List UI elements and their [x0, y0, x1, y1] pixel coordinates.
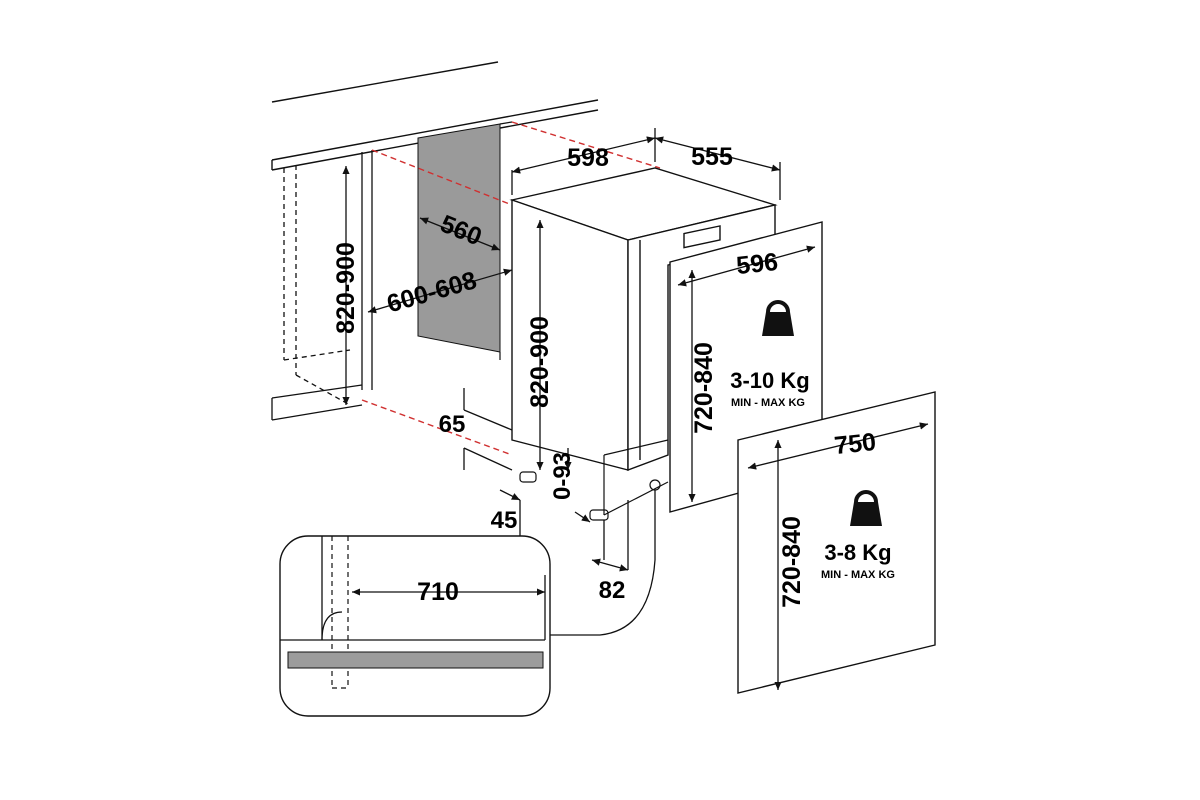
door-panel-small-dimensions: [677, 245, 816, 502]
niche-dimensions: [342, 166, 513, 405]
niche-height-label: 820-900: [332, 242, 360, 334]
detail-length-label: 710: [417, 578, 459, 606]
door-large-range-label: MIN - MAX KG: [821, 569, 895, 581]
kettlebell-weight-icon: [762, 300, 794, 336]
appliance-width-label: 598: [567, 144, 609, 172]
appliance-dimensions: [463, 128, 781, 572]
door-large-height-label: 720-840: [778, 516, 806, 608]
detail-inset: [279, 490, 656, 717]
foot-adjust-label: 0-93: [549, 452, 576, 500]
door-small-width-label: 596: [735, 248, 779, 280]
kettlebell-weight-icon: [850, 490, 882, 526]
top-gap-label: 65: [439, 411, 466, 438]
dishwasher-feet: [519, 439, 669, 521]
projection-lines: [361, 121, 661, 456]
door-small-weight-label: 3-10 Kg: [730, 368, 809, 393]
plinth-panel: [287, 651, 544, 669]
door-small-range-label: MIN - MAX KG: [731, 397, 805, 409]
niche-cabinet: [271, 150, 373, 421]
door-small-height-label: 720-840: [690, 342, 718, 434]
door-large-width-label: 750: [833, 428, 877, 460]
door-large-weight-label: 3-8 Kg: [824, 540, 891, 565]
foot-offset-label: 45: [491, 507, 518, 534]
door-panel-large-dimensions: [747, 422, 929, 690]
appliance-depth-label: 555: [691, 143, 733, 171]
rear-offset-label: 82: [599, 577, 626, 604]
appliance-height-label: 820-900: [526, 316, 554, 408]
